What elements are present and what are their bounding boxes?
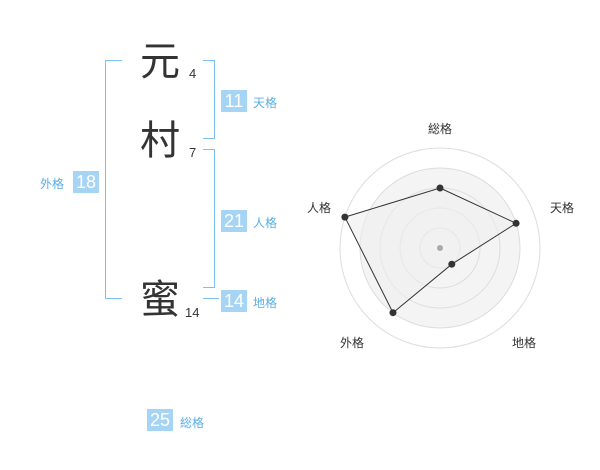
radar-center-dot [437, 245, 443, 251]
chikaku-connector [203, 298, 219, 299]
radar-series-polygon [344, 187, 518, 314]
jinkaku-value: 21 [221, 210, 247, 232]
name-char-1: 元 [140, 39, 180, 85]
jinkaku-bracket [203, 149, 215, 288]
jinkaku-label: 人格 [253, 216, 278, 230]
tenkaku-value: 11 [221, 90, 247, 112]
chikaku-value: 14 [221, 290, 247, 312]
radar-point-3 [448, 260, 456, 268]
stroke-count-2: 7 [189, 145, 197, 160]
radar-point-1 [436, 184, 444, 192]
radar-axis-label-chikaku: 地格 [511, 336, 536, 350]
radar-axis-label-gaikaku: 外格 [339, 336, 364, 350]
radar-axis-label-soukaku: 総格 [427, 122, 452, 136]
stroke-count-3: 14 [185, 305, 200, 320]
stroke-count-1: 4 [189, 66, 197, 81]
tenkaku-label: 天格 [253, 96, 278, 110]
radar-point-4 [389, 309, 397, 317]
gaikaku-bracket [105, 60, 122, 299]
name-char-2: 村 [140, 118, 180, 164]
soukaku-label: 総格 [180, 416, 205, 430]
radar-axis-label-tenkaku: 天格 [549, 201, 574, 215]
name-char-3: 蜜 [140, 277, 180, 323]
radar-axis-label-jinkaku: 人格 [306, 201, 331, 215]
gaikaku-label: 外格 [40, 177, 65, 191]
radar-point-2 [512, 219, 520, 227]
radar-point-5 [341, 213, 349, 221]
chikaku-label: 地格 [253, 296, 278, 310]
tenkaku-bracket [203, 60, 215, 139]
soukaku-value: 25 [147, 409, 173, 431]
gaikaku-value: 18 [73, 171, 99, 193]
